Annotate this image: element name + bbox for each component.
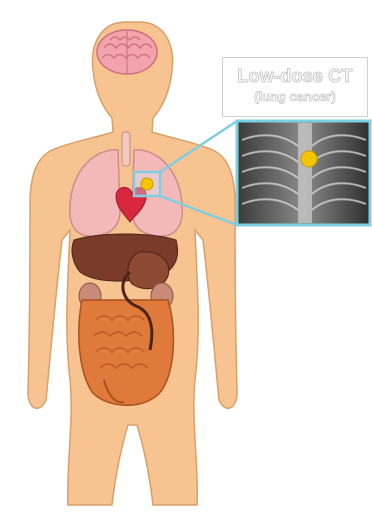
trachea (122, 132, 130, 166)
nodule-marker (301, 151, 317, 167)
brain-icon (97, 30, 157, 74)
spine (298, 123, 312, 223)
lung-highlight (134, 172, 160, 196)
screening-subtitle: (lung cancer) (223, 89, 367, 104)
chest-xray-panel (237, 121, 370, 225)
screening-label: Low-dose CT (lung cancer) (222, 57, 368, 117)
screening-title: Low-dose CT (223, 66, 367, 87)
nodule-marker-small (141, 178, 153, 190)
